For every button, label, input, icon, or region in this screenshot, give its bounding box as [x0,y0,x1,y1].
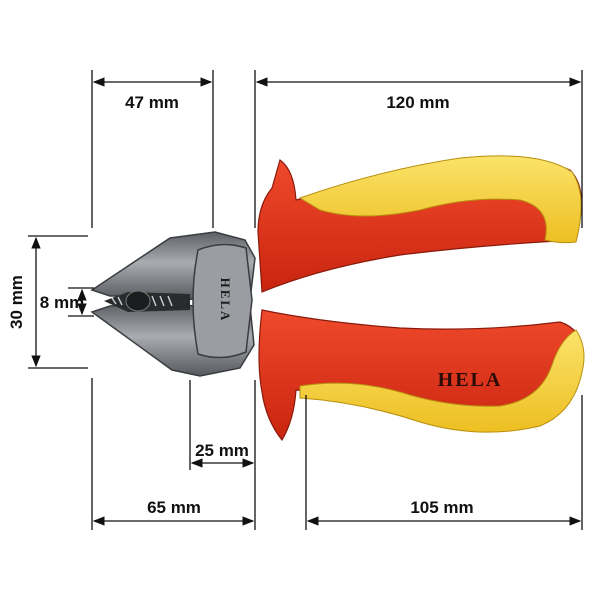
pipe-grip [125,290,151,312]
dimension-lines [28,70,583,530]
lower-handle-yellow [299,329,585,433]
label-head-length: 65 mm [147,498,201,517]
upper-handle-yellow [298,155,582,244]
jaw-teeth [111,295,173,307]
label-jaw-opening: 8 mm [40,293,84,312]
handle-brand-label: HELA [438,369,503,391]
dimension-labels: 47 mm 120 mm 30 mm 8 mm 25 mm 65 mm 105 … [7,93,474,517]
pivot-plate [192,243,253,359]
label-joint-to-guard: 25 mm [195,441,249,460]
label-jaw-height: 30 mm [7,275,26,329]
label-handle-length: 120 mm [386,93,449,112]
head-brand-label: HELA [218,278,233,323]
label-grip-length: 105 mm [410,498,473,517]
label-jaw-length: 47 mm [125,93,179,112]
pliers-illustration: HELA HELA [90,155,585,442]
